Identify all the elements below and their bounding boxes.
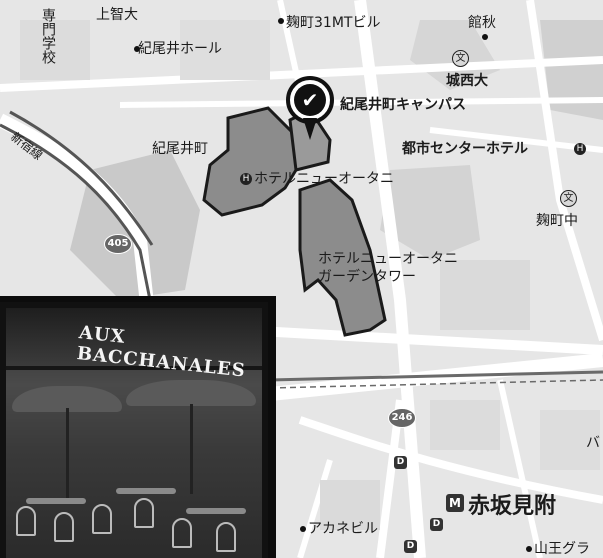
building-block (440, 260, 530, 330)
photo-inset: AUX BACCHANALES (0, 296, 276, 558)
hotel-icon: H (240, 173, 252, 185)
hotel-icon: H (574, 143, 586, 155)
subway-exit-icon: D (404, 540, 417, 553)
umbrella (12, 386, 122, 412)
cafe-photo: AUX BACCHANALES (6, 308, 262, 558)
label-kioicho: 紀尾井町 (152, 141, 208, 157)
label-akasaka-mitsuke: 赤坂見附 (468, 494, 557, 519)
shop-awning: AUX BACCHANALES (6, 308, 262, 382)
cafe-chair (54, 512, 74, 542)
umbrella-pole (66, 408, 69, 498)
label-sanno-gura: 山王グラ (534, 541, 590, 557)
label-kanakaku: 館秋 (468, 15, 496, 31)
route-405-sign: 405 (104, 234, 132, 254)
poi-dot (526, 546, 532, 552)
label-kamichi-dai: 上智大 (96, 7, 138, 23)
label-kioicho-campus: 紀尾井町キャンパス (340, 97, 466, 113)
road (239, 325, 603, 355)
expressway (0, 123, 152, 301)
park-area (380, 165, 480, 260)
park-area (540, 20, 603, 120)
road (297, 459, 333, 558)
label-kioi-hall: 紀尾井ホール (138, 41, 222, 57)
cafe-table (116, 488, 176, 494)
label-hno-garden-tower-2: ガーデンタワー (318, 269, 416, 285)
road (277, 0, 303, 91)
poi-dot (278, 18, 284, 24)
railway (269, 379, 603, 389)
label-kojimachi-31mt: 麹町31MTビル (286, 15, 381, 31)
label-hno-garden-tower-1: ホテルニューオータニ (318, 251, 458, 267)
cafe-chair (172, 518, 192, 548)
campus-pin-icon[interactable]: ✔ (286, 76, 334, 140)
road (119, 97, 603, 108)
road (0, 113, 182, 558)
label-akane-biru: アカネビル (308, 521, 378, 537)
road (497, 379, 543, 558)
school-icon: 文 (560, 190, 577, 207)
route-246-sign: 246 (388, 408, 416, 428)
shop-sign: AUX BACCHANALES (75, 322, 247, 382)
label-josai-dai: 城西大 (446, 73, 488, 89)
subway-exit-icon: D (394, 456, 407, 469)
label-hotel-new-otani: ホテルニューオータニ (254, 171, 394, 187)
label-senmon-gakko: 専門学校 (40, 8, 56, 64)
cafe-chair (216, 522, 236, 552)
building-block (320, 480, 380, 530)
cafe-table (186, 508, 246, 514)
subway-exit-icon: D (430, 518, 443, 531)
kioicho-site (202, 106, 302, 217)
poi-dot (300, 526, 306, 532)
cafe-chair (92, 504, 112, 534)
label-toshi-center-hotel: 都市センターホテル (402, 141, 528, 157)
building-block (540, 410, 600, 470)
poi-dot (134, 46, 140, 52)
building-block (180, 20, 270, 80)
cafe-chair (16, 506, 36, 536)
cafe-chair (134, 498, 154, 528)
road (0, 56, 603, 92)
road (298, 416, 603, 504)
label-kojimachi-naka: 麹町中 (536, 213, 578, 229)
railway (269, 370, 603, 382)
hotel-new-otani-garden-tower (298, 178, 387, 337)
poi-dot (482, 34, 488, 40)
check-icon: ✔ (294, 84, 326, 116)
cafe-table (26, 498, 86, 504)
building-block (20, 20, 90, 80)
building-block (430, 400, 500, 450)
expressway (9, 110, 154, 246)
station-icon: M (446, 494, 464, 512)
umbrella-pole (190, 404, 193, 494)
umbrella (126, 380, 256, 406)
school-icon: 文 (452, 50, 469, 67)
label-edge: バ (586, 435, 600, 451)
